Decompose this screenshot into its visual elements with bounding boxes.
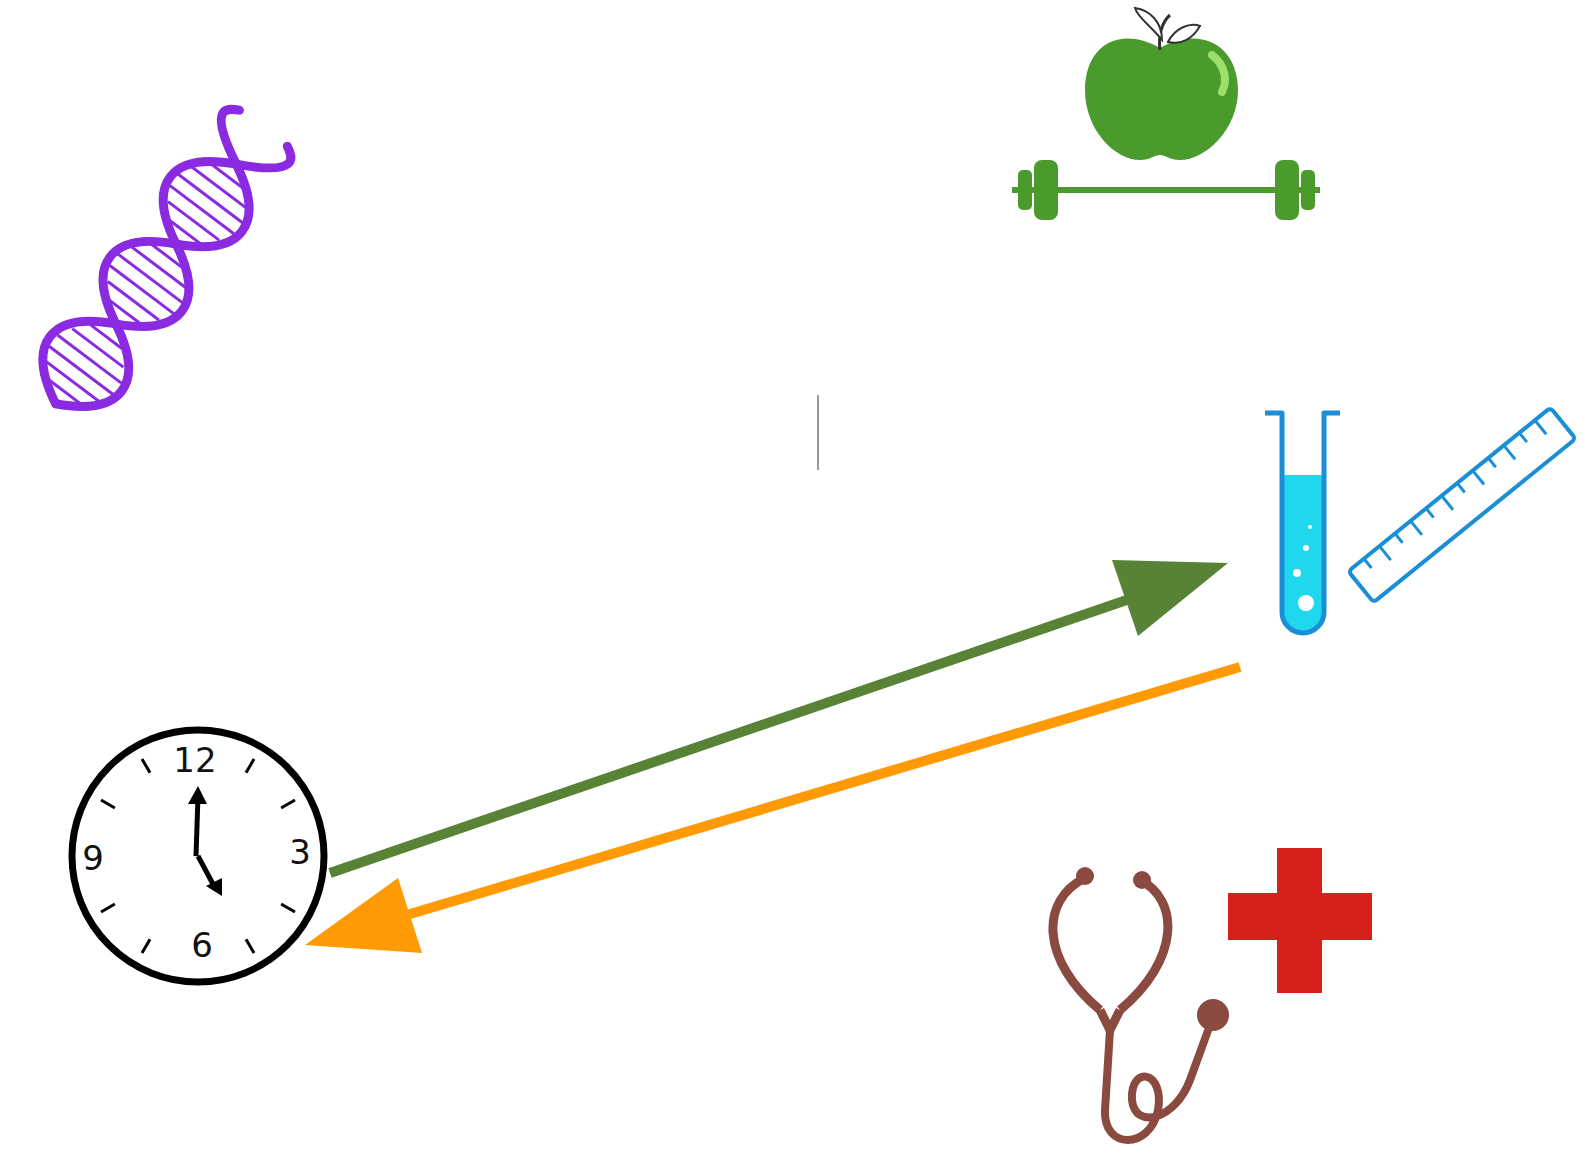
clock-numeral: 3: [289, 835, 311, 869]
clock-numeral: 6: [191, 928, 213, 962]
medical-icon: [1053, 848, 1372, 1140]
nutrition-fitness-icon: [1012, 8, 1320, 220]
clock-numeral: 12: [173, 743, 216, 777]
lab-icon: [1265, 408, 1576, 633]
clock-numeral: 9: [82, 841, 104, 875]
stray-mark: [817, 395, 819, 470]
cycle-arrows: [305, 560, 1240, 953]
dna-icon: [20, 101, 300, 431]
clock-face: 12 9 3 6: [62, 725, 334, 987]
